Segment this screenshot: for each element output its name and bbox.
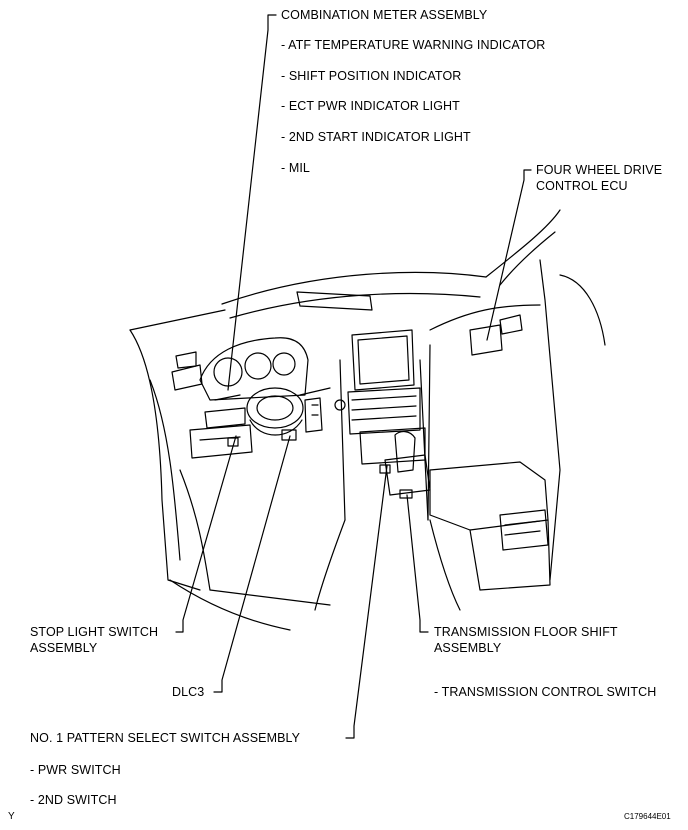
leader-trans-floor [406, 494, 429, 633]
label-trans-floor-line1: TRANSMISSION FLOOR SHIFT [434, 625, 618, 639]
label-atf-temp: - ATF TEMPERATURE WARNING INDICATOR [281, 38, 546, 52]
leader-pattern-select [345, 465, 388, 739]
leader-dlc3 [213, 435, 291, 693]
label-shift-position: - SHIFT POSITION INDICATOR [281, 69, 462, 83]
label-mil: - MIL [281, 161, 310, 175]
label-pattern-select: NO. 1 PATTERN SELECT SWITCH ASSEMBLY [30, 731, 301, 745]
figure-code: C179644E01 [624, 812, 671, 821]
label-ect-pwr: - ECT PWR INDICATOR LIGHT [281, 99, 460, 113]
label-stop-light-line1: STOP LIGHT SWITCH [30, 625, 159, 639]
leader-four-wd-ecu [486, 169, 532, 341]
label-pwr-switch: - PWR SWITCH [30, 763, 121, 777]
label-four-wd-ecu-line2: CONTROL ECU [536, 179, 628, 193]
leader-stop-light [175, 435, 237, 633]
leader-combination-meter [227, 14, 277, 391]
label-trans-control: - TRANSMISSION CONTROL SWITCH [434, 685, 657, 699]
label-combination-meter: COMBINATION METER ASSEMBLY [281, 8, 488, 22]
label-stop-light-line2: ASSEMBLY [30, 641, 98, 655]
label-second-switch: - 2ND SWITCH [30, 793, 117, 807]
leader-lines [175, 14, 532, 739]
label-four-wd-ecu-line1: FOUR WHEEL DRIVE [536, 163, 663, 177]
label-second-start: - 2ND START INDICATOR LIGHT [281, 130, 471, 144]
label-dlc3: DLC3 [172, 685, 205, 699]
label-trans-floor-line2: ASSEMBLY [434, 641, 502, 655]
corner-mark: Y [8, 811, 15, 822]
